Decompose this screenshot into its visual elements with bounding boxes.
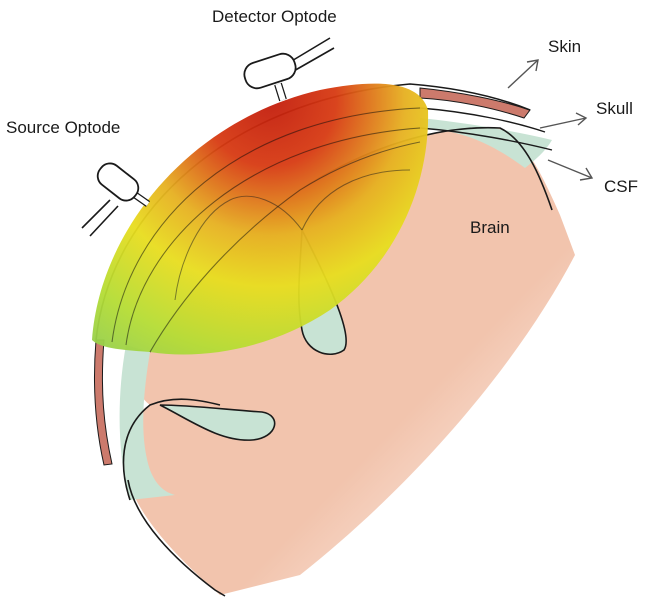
csf-arrow	[548, 160, 592, 180]
skin-arrow	[508, 60, 538, 88]
label-skin: Skin	[548, 37, 581, 56]
label-detector-optode: Detector Optode	[212, 7, 337, 26]
label-source-optode: Source Optode	[6, 118, 120, 137]
skull-arrow	[540, 113, 586, 128]
skin-strip-right	[420, 88, 530, 118]
label-csf: CSF	[604, 177, 638, 196]
skin-strip-left	[94, 340, 112, 465]
label-skull: Skull	[596, 99, 633, 118]
label-brain: Brain	[470, 218, 510, 237]
